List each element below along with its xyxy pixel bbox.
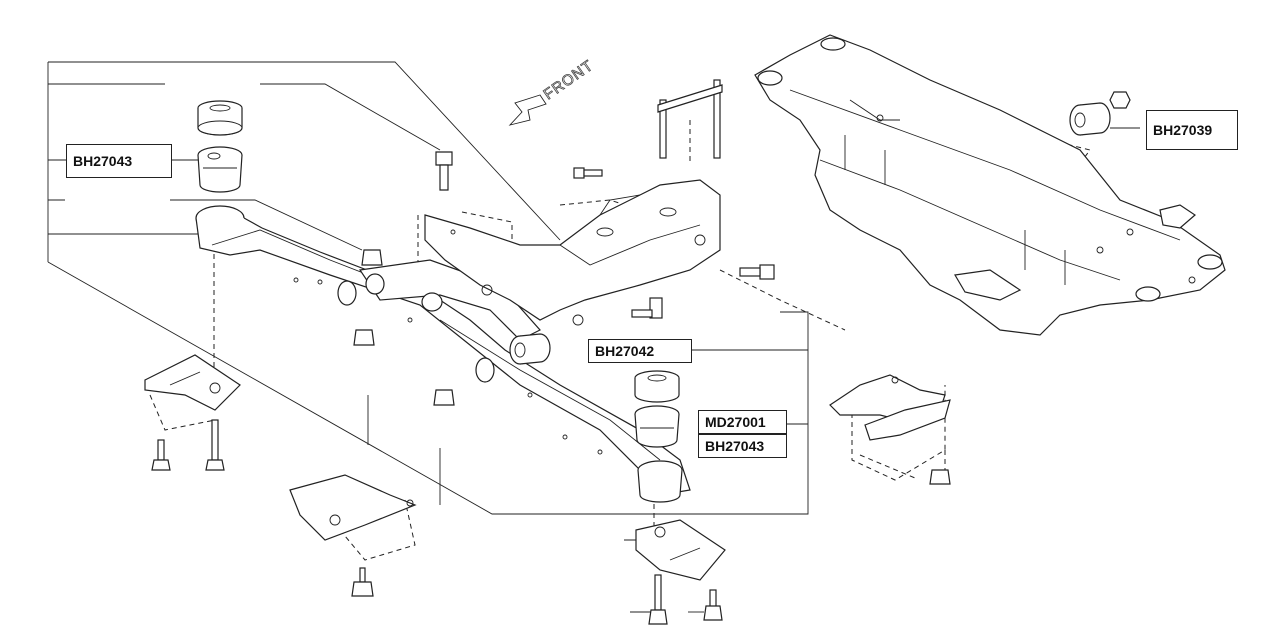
lower-right-bracket bbox=[635, 519, 726, 625]
part-label-bh27042[interactable]: BH27042 bbox=[588, 339, 692, 363]
bolt-lower-center bbox=[631, 297, 663, 319]
lower-center-bracket bbox=[289, 474, 417, 597]
front-subframe bbox=[754, 34, 1226, 336]
bushing-bh27042 bbox=[509, 333, 551, 365]
lower-left-bolts bbox=[151, 419, 225, 471]
front-label: FRONT bbox=[541, 57, 597, 103]
bushing-bh27043-center bbox=[634, 405, 680, 448]
nut-left-small bbox=[361, 249, 383, 266]
leader-lines-left bbox=[47, 61, 1140, 613]
nut-left-lower bbox=[353, 329, 375, 346]
stud-bolts-top bbox=[657, 79, 723, 159]
bushing-lower-center bbox=[637, 460, 683, 503]
part-label-md27001[interactable]: MD27001 bbox=[698, 410, 787, 434]
assembly-dash-lines bbox=[149, 120, 1091, 561]
part-label-bh27043-left[interactable]: BH27043 bbox=[66, 144, 172, 178]
bushing-bh27043-left bbox=[197, 146, 243, 193]
bolt-top-center bbox=[573, 167, 603, 179]
bushing-bh27039 bbox=[1069, 91, 1131, 136]
differential-mount-bracket bbox=[424, 179, 721, 326]
mount-md27001-cap bbox=[634, 370, 680, 403]
part-label-bh27043-center[interactable]: BH27043 bbox=[698, 434, 787, 458]
right-side-bracket bbox=[829, 374, 951, 485]
bolt-right-center bbox=[739, 264, 775, 280]
nut-center-lower bbox=[433, 389, 455, 406]
upper-bushing-cap bbox=[197, 100, 243, 136]
lower-left-bracket bbox=[144, 354, 241, 411]
front-direction-arrow: FRONT bbox=[508, 56, 597, 126]
bolt-upper-left bbox=[435, 151, 453, 191]
part-label-bh27039[interactable]: BH27039 bbox=[1146, 110, 1238, 150]
